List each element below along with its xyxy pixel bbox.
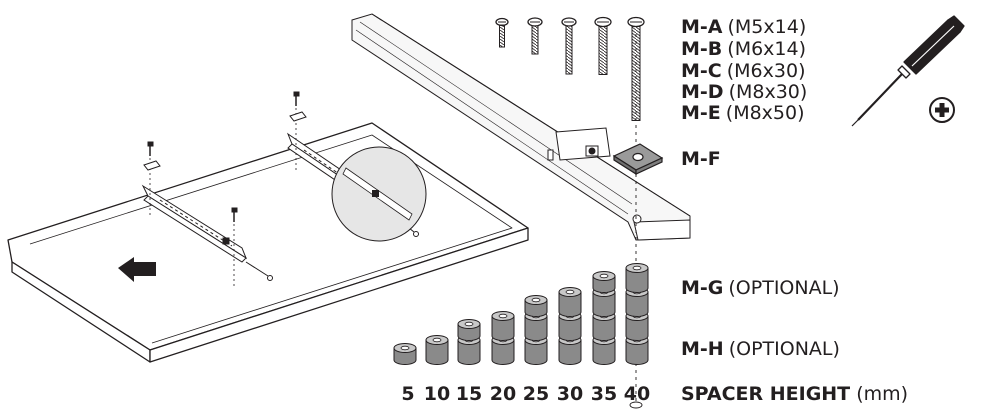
spacer-label-m-h: M-H(OPTIONAL) bbox=[681, 339, 840, 360]
screw-m-d bbox=[594, 16, 612, 75]
screw-code: M-D bbox=[681, 81, 724, 103]
screw-label-m-e: M-E(M8x50) bbox=[681, 103, 805, 124]
spacer-m-g bbox=[457, 319, 481, 341]
spacer-height-10: 10 bbox=[423, 383, 451, 405]
screw-code: M-B bbox=[681, 38, 723, 60]
spacer-height-25: 25 bbox=[522, 383, 550, 405]
spacer-m-h bbox=[491, 311, 515, 341]
spacer-m-g bbox=[592, 271, 616, 293]
spacer-code: M-H bbox=[681, 338, 724, 360]
screw-label-m-d: M-D(M8x30) bbox=[681, 82, 807, 103]
mount-arm bbox=[351, 13, 691, 241]
spacer-code: M-G bbox=[681, 277, 724, 299]
spacer-m-h bbox=[558, 287, 582, 317]
screw-label-m-c: M-C(M6x30) bbox=[681, 61, 805, 82]
screw-label-m-b: M-B(M6x14) bbox=[681, 39, 806, 60]
spacer-m-g bbox=[524, 295, 548, 317]
screw-m-a bbox=[495, 17, 509, 48]
screw-m-c bbox=[561, 17, 577, 75]
phillips-head-icon bbox=[929, 97, 955, 123]
screw-spec: (M5x14) bbox=[727, 16, 807, 38]
washer-m-f bbox=[612, 143, 664, 176]
screw-spec: (M6x14) bbox=[727, 38, 807, 60]
spacer-height-40: 40 bbox=[623, 383, 651, 405]
spacer-height-caption: SPACER HEIGHT (mm) bbox=[681, 383, 908, 405]
spacer-height-unit: (mm) bbox=[856, 383, 909, 405]
spacer-label-m-g: M-G(OPTIONAL) bbox=[681, 278, 840, 299]
spacer-height-30: 30 bbox=[556, 383, 584, 405]
spacer-height-5: 5 bbox=[401, 383, 415, 405]
tv-panel bbox=[7, 122, 529, 363]
screw-code: M-C bbox=[681, 60, 722, 82]
bracket-left bbox=[141, 184, 273, 281]
wall-hole-marker bbox=[629, 401, 643, 409]
spacer-height-20: 20 bbox=[489, 383, 517, 405]
screw-m-e bbox=[627, 16, 645, 121]
screw-code: M-E bbox=[681, 102, 721, 124]
spacer-note: (OPTIONAL) bbox=[728, 277, 840, 299]
screw-m-b bbox=[527, 17, 543, 55]
screw-spec: (M6x30) bbox=[726, 60, 806, 82]
screw-spec: (M8x50) bbox=[725, 102, 805, 124]
spacer-height-15: 15 bbox=[455, 383, 483, 405]
spacer-m-h bbox=[625, 263, 649, 293]
spacer-height-label: SPACER HEIGHT bbox=[681, 383, 851, 405]
screw-label-m-a: M-A(M5x14) bbox=[681, 17, 806, 38]
spacer-m-g bbox=[393, 343, 417, 365]
arrow-icon bbox=[118, 257, 156, 282]
screw-spec: (M8x30) bbox=[728, 81, 808, 103]
spacer-height-35: 35 bbox=[590, 383, 618, 405]
screw-code: M-A bbox=[681, 16, 723, 38]
screwdriver-icon bbox=[851, 15, 965, 127]
spacer-note: (OPTIONAL) bbox=[728, 338, 840, 360]
spacer-stacks bbox=[393, 263, 649, 365]
spacer-m-h bbox=[425, 335, 449, 365]
washer-code: M-F bbox=[681, 148, 721, 170]
detail-magnifier bbox=[331, 146, 427, 242]
washer-label-m-f: M-F bbox=[681, 149, 721, 170]
